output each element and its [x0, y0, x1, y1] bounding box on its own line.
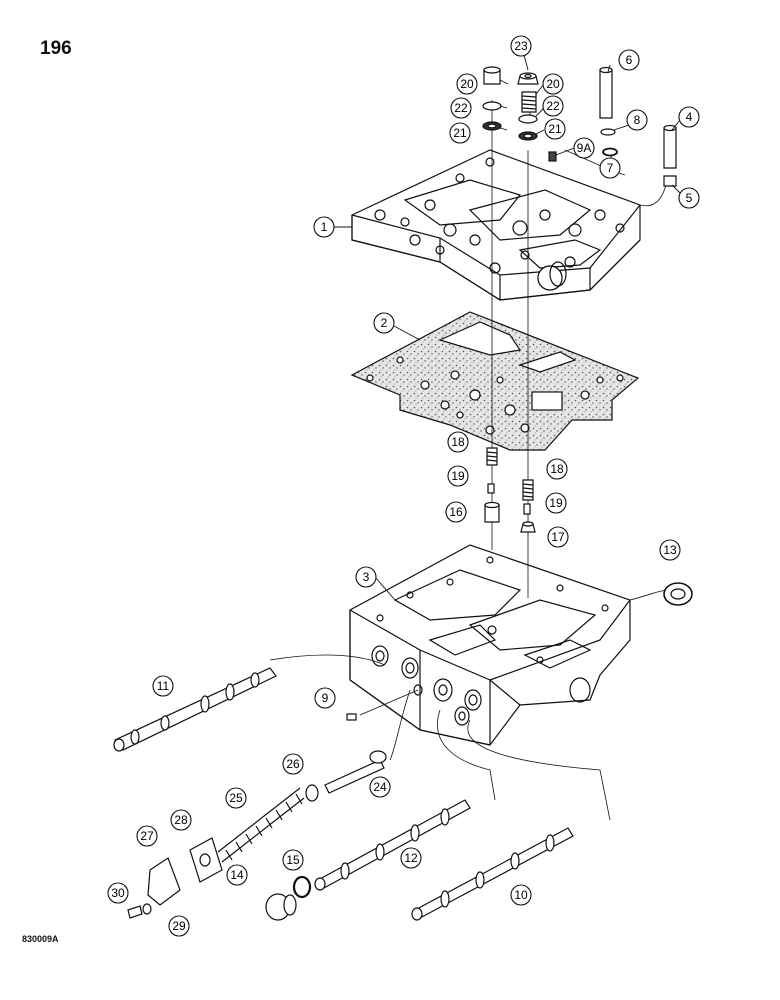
callout-17	[547, 526, 569, 548]
callout-label-24: 24	[373, 780, 387, 794]
callout-15	[282, 849, 304, 871]
callout-2	[373, 312, 395, 334]
callout-5	[678, 187, 700, 209]
callout-9A	[573, 137, 595, 159]
callout-label-20b: 20	[546, 77, 560, 91]
callout-label-21a: 21	[453, 126, 467, 140]
callout-label-20a: 20	[460, 77, 474, 91]
callout-14	[226, 864, 248, 886]
callout-20a	[456, 73, 478, 95]
gasket	[350, 311, 640, 451]
callout-label-6: 6	[626, 53, 633, 67]
callout-3	[355, 566, 377, 588]
callout-13	[659, 539, 681, 561]
callout-label-26: 26	[286, 757, 300, 771]
callout-29	[168, 915, 190, 937]
callout-label-2: 2	[381, 316, 388, 330]
callout-8	[626, 109, 648, 131]
callout-label-30: 30	[111, 886, 125, 900]
lower-valve-body	[349, 544, 631, 746]
callout-label-25: 25	[229, 791, 243, 805]
callout-22a	[450, 97, 472, 119]
callout-16	[445, 501, 467, 523]
callout-label-18a: 18	[451, 435, 465, 449]
callout-9	[314, 687, 336, 709]
middle-springs-and-valves	[346, 447, 693, 721]
callout-label-19b: 19	[549, 496, 563, 510]
callout-label-28: 28	[174, 813, 188, 827]
callout-label-3: 3	[363, 570, 370, 584]
callout-label-21b: 21	[548, 122, 562, 136]
callout-19a	[447, 465, 469, 487]
callout-label-8: 8	[634, 113, 641, 127]
callout-bubbles	[107, 35, 700, 937]
callout-label-14: 14	[230, 868, 244, 882]
callout-label-1: 1	[321, 220, 328, 234]
callout-label-29: 29	[172, 919, 186, 933]
callout-label-12: 12	[404, 851, 418, 865]
callout-label-22b: 22	[546, 99, 560, 113]
page-number: 196	[40, 38, 72, 59]
callout-label-13: 13	[663, 543, 677, 557]
callout-label-4: 4	[686, 110, 693, 124]
callout-27	[136, 825, 158, 847]
callout-22b	[542, 95, 564, 117]
callout-26	[282, 753, 304, 775]
callout-label-17: 17	[551, 530, 565, 544]
callout-label-7: 7	[607, 161, 614, 175]
callout-20b	[542, 73, 564, 95]
callout-30	[107, 882, 129, 904]
callout-11	[152, 675, 174, 697]
callout-label-10: 10	[514, 888, 528, 902]
callout-28	[170, 809, 192, 831]
callout-label-16: 16	[449, 505, 463, 519]
callout-label-18b: 18	[550, 462, 564, 476]
callout-labels: 1 2 3 4 5 6 7 8 9A 9 10 11 12 13 14 15 1…	[111, 39, 692, 933]
upper-springs-and-seats	[482, 66, 677, 187]
callout-10	[510, 884, 532, 906]
callout-label-27: 27	[140, 829, 154, 843]
callout-24	[369, 776, 391, 798]
callout-label-19a: 19	[451, 469, 465, 483]
callout-label-22a: 22	[454, 101, 468, 115]
valve-spools	[113, 667, 574, 921]
callout-7	[599, 157, 621, 179]
callout-1	[313, 216, 335, 238]
callout-23	[510, 35, 532, 57]
callout-label-11: 11	[157, 679, 170, 693]
figure-code: 830009A	[22, 934, 59, 944]
callout-label-15: 15	[286, 853, 300, 867]
callout-6	[618, 49, 640, 71]
callout-4	[678, 106, 700, 128]
callout-25	[225, 787, 247, 809]
callout-label-9: 9	[322, 691, 329, 705]
callout-label-23: 23	[514, 39, 528, 53]
upper-valve-body	[351, 149, 641, 301]
callout-19b	[545, 492, 567, 514]
callout-leaders	[334, 54, 683, 601]
callout-21a	[449, 122, 471, 144]
callout-label-5: 5	[686, 191, 693, 205]
callout-18b	[546, 458, 568, 480]
callout-18a	[447, 431, 469, 453]
callout-label-9A: 9A	[577, 141, 592, 155]
callout-12	[400, 847, 422, 869]
callout-21b	[544, 118, 566, 140]
